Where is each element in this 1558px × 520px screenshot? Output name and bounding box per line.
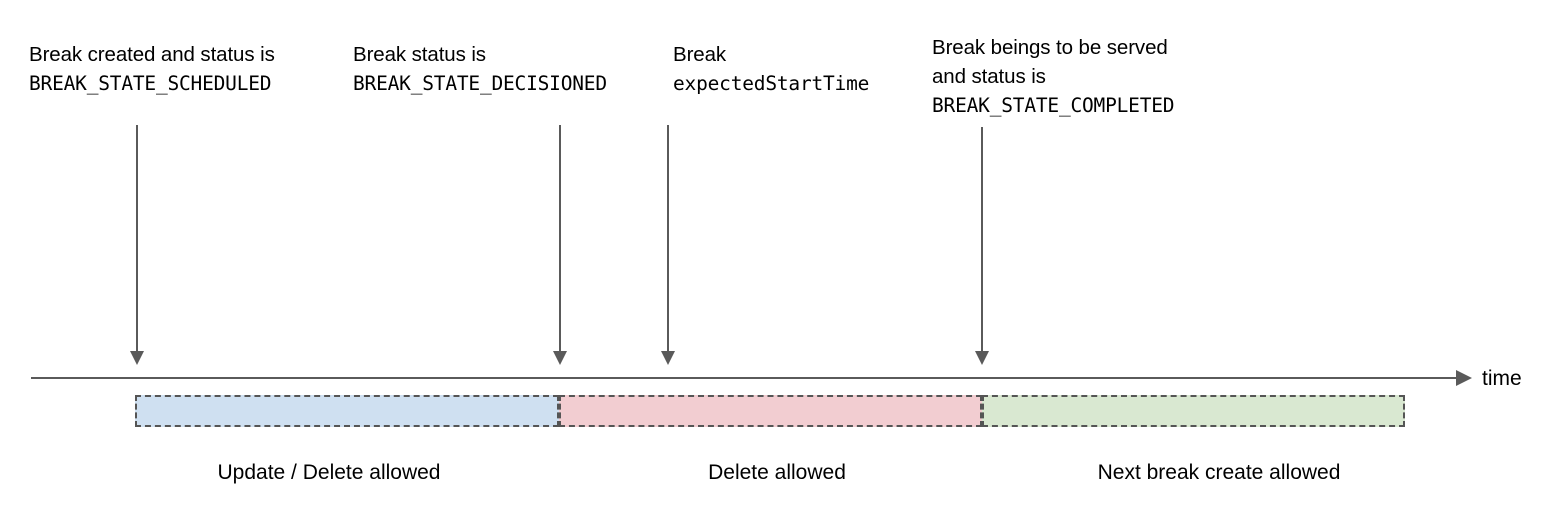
phase-bar-update-delete bbox=[135, 395, 559, 427]
phase-bar-next-break bbox=[982, 395, 1405, 427]
event-label-completed: Break beings to be served and status is … bbox=[932, 33, 1175, 120]
time-axis-arrow-icon bbox=[1456, 370, 1472, 386]
event-label-scheduled: Break created and status is BREAK_STATE_… bbox=[29, 40, 275, 98]
phase-caption-update-delete: Update / Delete allowed bbox=[217, 461, 441, 484]
event-marker-line-expected-start-time bbox=[667, 125, 669, 352]
event-prose-completed-line2: and status is bbox=[932, 65, 1046, 88]
event-prose-decisioned: Break status is bbox=[353, 43, 486, 66]
phase-bar-delete-only bbox=[559, 395, 982, 427]
event-marker-line-scheduled bbox=[136, 125, 138, 352]
event-marker-arrowhead-decisioned bbox=[553, 351, 567, 365]
event-label-expected-start-time: Break expectedStartTime bbox=[673, 40, 869, 98]
time-axis-line bbox=[31, 377, 1468, 379]
event-label-decisioned: Break status is BREAK_STATE_DECISIONED bbox=[353, 40, 607, 98]
event-marker-arrowhead-scheduled bbox=[130, 351, 144, 365]
event-prose-scheduled: Break created and status is bbox=[29, 43, 275, 66]
event-marker-line-decisioned bbox=[559, 125, 561, 352]
event-code-completed: BREAK_STATE_COMPLETED bbox=[932, 94, 1175, 117]
phase-caption-next-break: Next break create allowed bbox=[1097, 461, 1341, 484]
event-marker-line-completed bbox=[981, 127, 983, 352]
event-marker-arrowhead-expected-start-time bbox=[661, 351, 675, 365]
event-prose-completed-line1: Break beings to be served bbox=[932, 36, 1168, 59]
event-code-expected-start-time: expectedStartTime bbox=[673, 72, 870, 95]
time-axis-label: time bbox=[1482, 367, 1522, 390]
event-marker-arrowhead-completed bbox=[975, 351, 989, 365]
event-prose-expected-start-time: Break bbox=[673, 43, 727, 66]
phase-caption-delete-only: Delete allowed bbox=[708, 461, 846, 484]
event-code-decisioned: BREAK_STATE_DECISIONED bbox=[353, 72, 607, 95]
event-code-scheduled: BREAK_STATE_SCHEDULED bbox=[29, 72, 272, 95]
